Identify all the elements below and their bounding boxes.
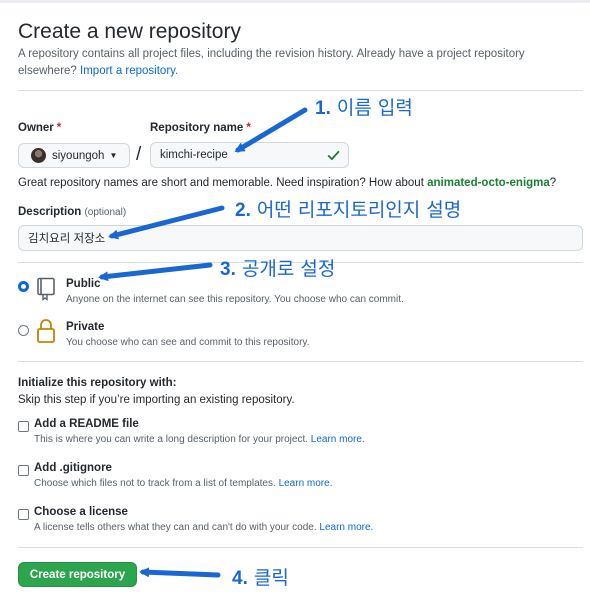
suggested-name[interactable]: animated-octo-enigma: [427, 177, 550, 189]
public-title: Public: [66, 278, 101, 290]
readme-learn-more-link[interactable]: Learn more.: [310, 434, 365, 445]
owner-value: siyoungoh: [52, 149, 105, 162]
gitignore-title: Add .gitignore: [34, 462, 112, 474]
optional-tag: (optional): [84, 207, 127, 218]
private-description: You choose who can see and commit to thi…: [66, 337, 310, 348]
repo-book-icon: [37, 277, 55, 301]
public-description: Anyone on the internet can see this repo…: [66, 294, 404, 305]
import-repository-link[interactable]: Import a repository.: [80, 65, 179, 77]
readme-description: This is where you can write a long descr…: [34, 434, 365, 445]
subtitle-text: A repository contains all project files,…: [18, 48, 525, 77]
license-learn-more-link[interactable]: Learn more.: [319, 522, 374, 533]
gitignore-checkbox[interactable]: [18, 465, 29, 476]
avatar: [31, 148, 46, 163]
owner-select[interactable]: siyoungoh ▼: [18, 143, 130, 168]
annotation-3: 3. 공개로 설정: [220, 258, 336, 280]
annotation-2: 2. 어떤 리포지토리인지 설명: [235, 199, 462, 221]
private-title: Private: [66, 321, 105, 333]
caret-down-icon: ▼: [109, 151, 118, 160]
arrow-1: [234, 107, 308, 153]
license-description: A license tells others what they can and…: [34, 522, 374, 533]
initialize-skip-note: Skip this step if you’re importing an ex…: [18, 394, 295, 406]
divider: [18, 90, 583, 91]
page-title: Create a new repository: [18, 20, 241, 43]
gitignore-learn-more-link[interactable]: Learn more.: [278, 478, 333, 489]
annotation-4: 4. 클릭: [232, 567, 289, 589]
repository-name-value: kimchi-recipe: [160, 149, 228, 161]
divider: [18, 262, 583, 263]
name-suggestion-hint: Great repository names are short and mem…: [18, 177, 557, 189]
divider: [18, 547, 583, 548]
lock-icon: [37, 319, 55, 343]
arrow-2: [108, 205, 225, 240]
arrow-4: [139, 567, 221, 578]
page-subtitle: A repository contains all project files,…: [18, 46, 558, 80]
public-radio[interactable]: [18, 281, 29, 292]
license-checkbox[interactable]: [18, 509, 29, 520]
readme-checkbox[interactable]: [18, 421, 29, 432]
initialize-heading: Initialize this repository with:: [18, 377, 177, 389]
annotation-1: 1. 이름 입력: [315, 97, 413, 119]
check-icon: [327, 150, 340, 161]
license-title: Choose a license: [34, 506, 128, 518]
repo-name-label: Repository name*: [150, 122, 251, 134]
top-border: [0, 0, 590, 3]
gitignore-description: Choose which files not to track from a l…: [34, 478, 333, 489]
description-value: 김치요리 저장소: [28, 233, 106, 245]
divider: [18, 361, 583, 362]
owner-repo-separator: /: [136, 144, 142, 165]
create-repository-button[interactable]: Create repository: [18, 562, 137, 587]
description-label: Description (optional): [18, 206, 127, 218]
owner-label: Owner*: [18, 122, 62, 134]
readme-title: Add a README file: [34, 418, 139, 430]
private-radio[interactable]: [18, 325, 29, 336]
arrow-3: [98, 262, 213, 282]
